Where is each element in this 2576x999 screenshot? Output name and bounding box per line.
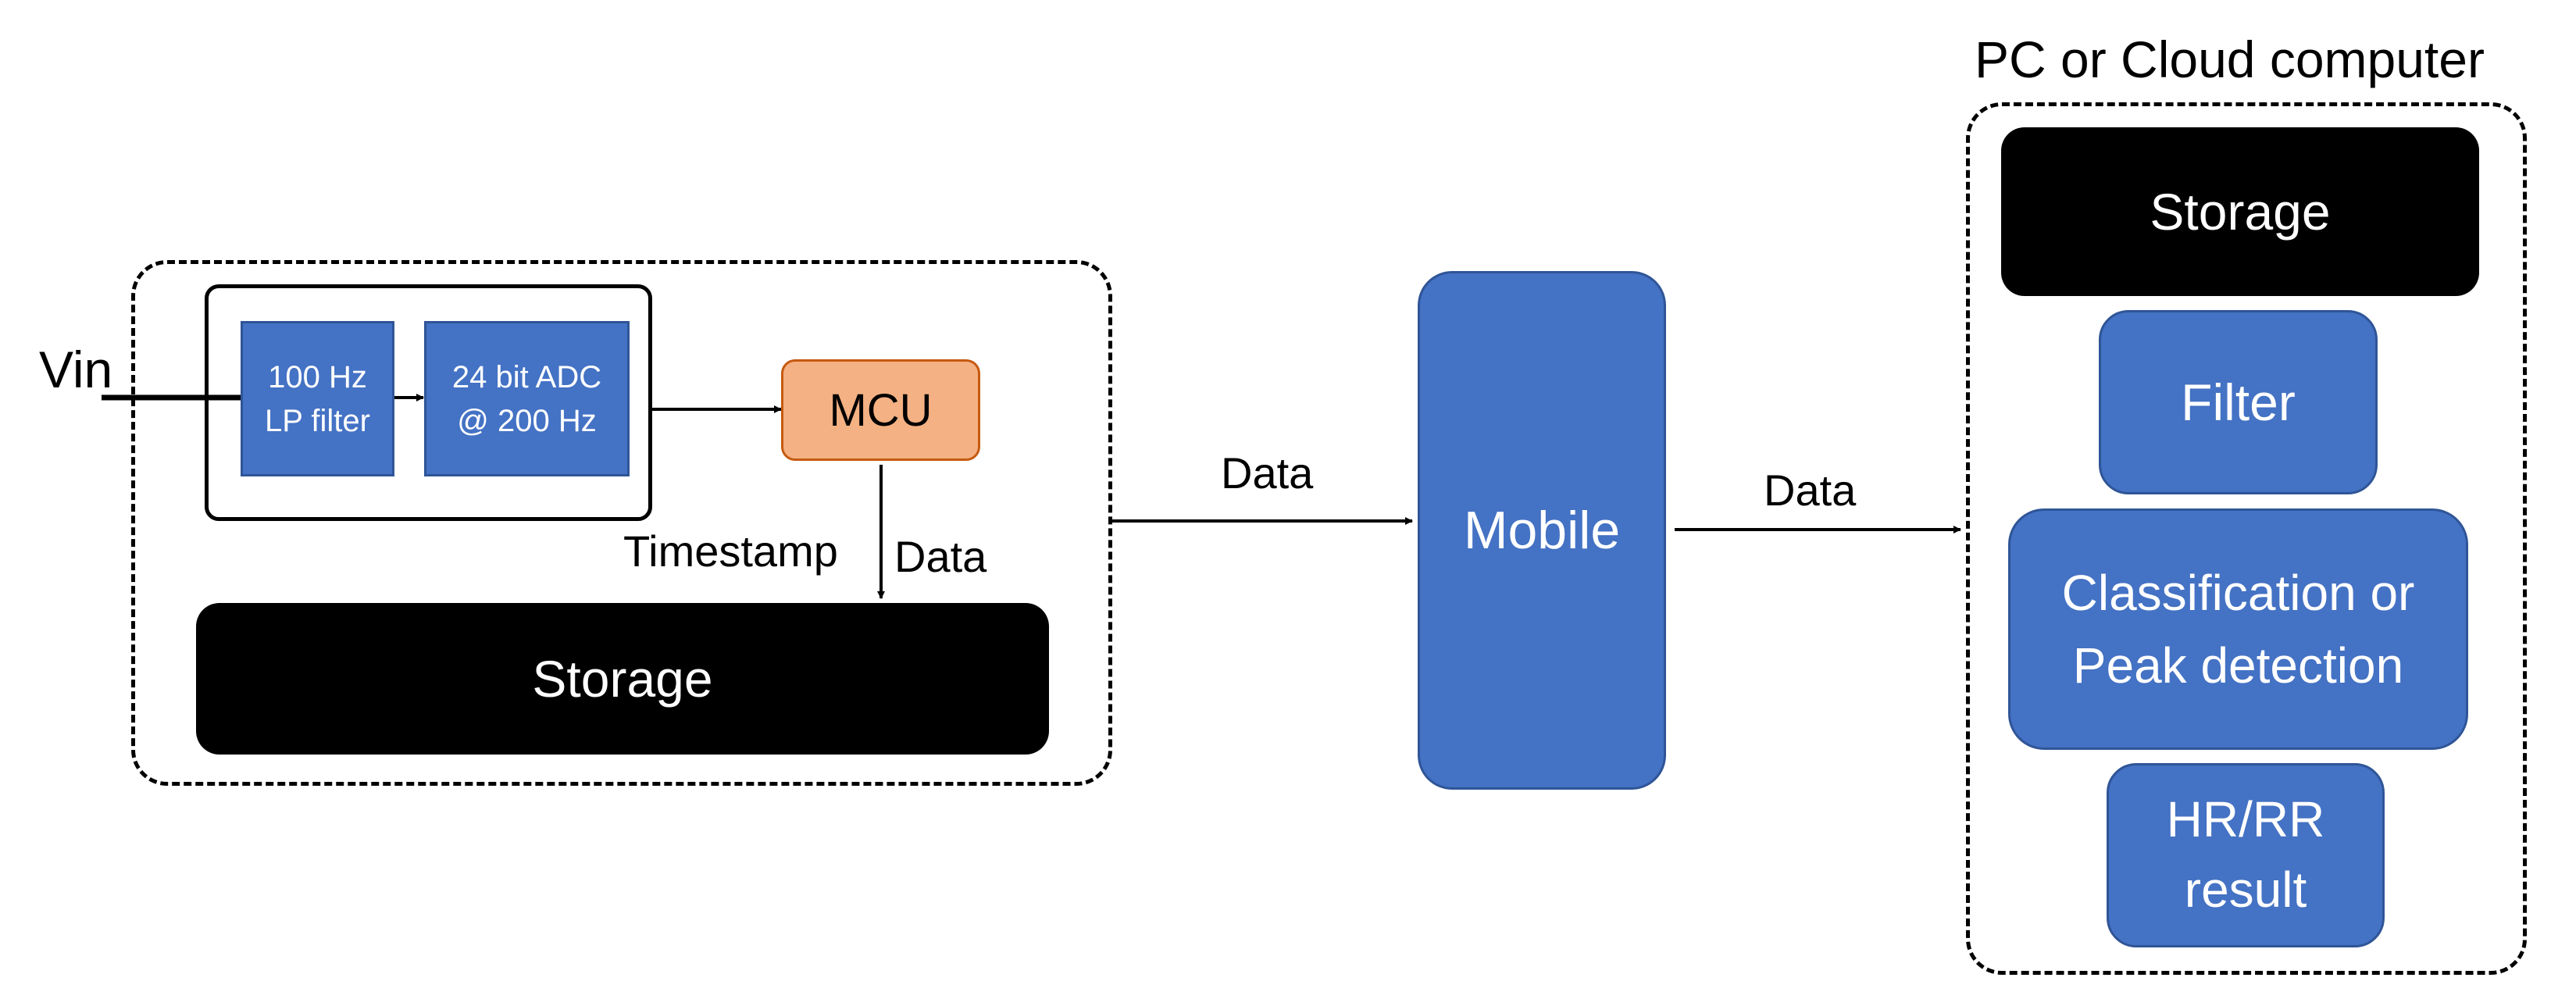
classification-block: Classification or Peak detection <box>2008 508 2468 750</box>
adc-block: 24 bit ADC @ 200 Hz <box>424 321 630 476</box>
cloud-storage-block: Storage <box>2001 127 2479 296</box>
link1-data-label: Data <box>1221 448 1314 498</box>
cloud-boundary <box>1966 102 2527 975</box>
device-storage-block: Storage <box>196 603 1049 755</box>
lp-filter-block: 100 Hz LP filter <box>241 321 394 476</box>
timestamp-label: Timestamp <box>623 526 838 576</box>
cloud-filter-block: Filter <box>2099 310 2378 494</box>
analog-frontend-box <box>205 284 652 521</box>
vin-label: Vin <box>39 341 113 398</box>
mcu-data-label: Data <box>894 532 987 581</box>
mcu-block: MCU <box>781 359 980 461</box>
mobile-block: Mobile <box>1418 271 1666 790</box>
device-boundary <box>131 260 1112 786</box>
link2-data-label: Data <box>1764 466 1857 515</box>
cloud-title: PC or Cloud computer <box>1975 30 2485 88</box>
hr-rr-result-block: HR/RR result <box>2107 763 2385 947</box>
